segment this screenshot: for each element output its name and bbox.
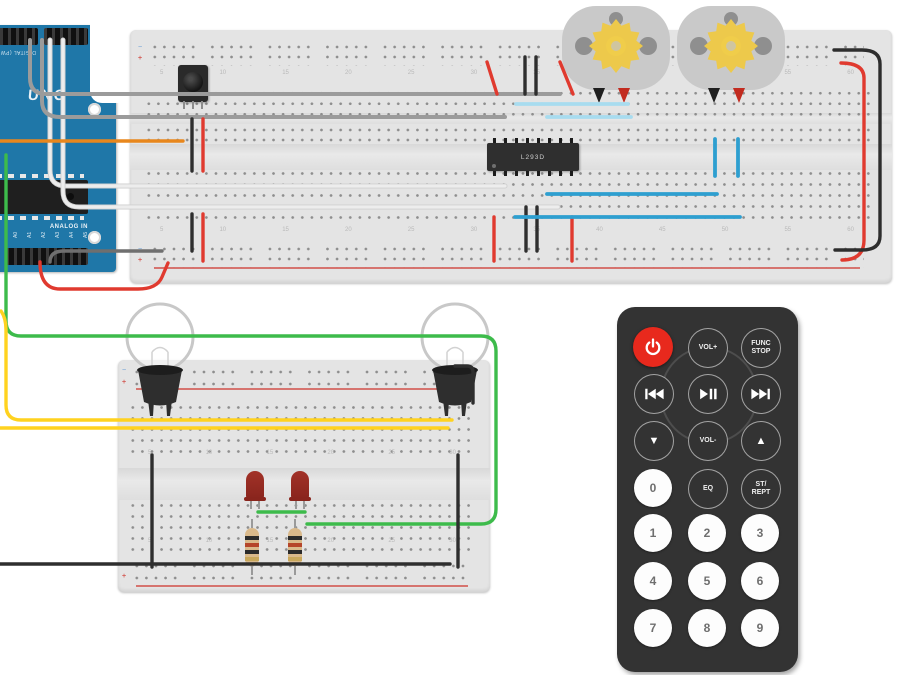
remote-down-button[interactable]: ▼	[634, 421, 674, 461]
remote-digit-2-button[interactable]: 2	[688, 514, 726, 552]
remote-vol-down-button[interactable]: VOL-	[688, 421, 728, 461]
wire-red-motor2[interactable]	[558, 60, 575, 96]
ir-lens	[183, 72, 203, 92]
remote-next-button[interactable]	[741, 374, 781, 414]
motor-terminal-negative	[593, 88, 605, 103]
remote-digit-9-button[interactable]: 9	[741, 609, 779, 647]
bulb-socket	[433, 370, 477, 406]
wire-black-bulb2-hook[interactable]	[453, 364, 475, 405]
power-icon	[645, 338, 661, 356]
remote-up-button[interactable]: ▲	[741, 421, 781, 461]
remote-digit-5-button[interactable]: 5	[688, 562, 726, 600]
remote-prev-button[interactable]	[634, 374, 674, 414]
remote-digit-0-button[interactable]: 0	[634, 469, 672, 507]
rail-bottom-holes	[150, 244, 864, 268]
positive-rail-line	[136, 585, 468, 587]
wire-gray-1[interactable]	[28, 38, 562, 96]
ir-remote[interactable]: VOL+ FUNC STOP ▼ VOL- ▲ 0 EQ ST/ REPT	[617, 307, 798, 672]
remote-play-pause-button[interactable]	[688, 374, 728, 414]
bulb-socket	[138, 370, 182, 406]
wire-white-2[interactable]	[61, 38, 560, 209]
ir-leg	[192, 101, 194, 109]
remote-power-button[interactable]	[633, 327, 673, 367]
rail-plus-mark: +	[138, 55, 143, 62]
rail-plus-mark: +	[122, 573, 127, 580]
wire-black-rail-bridge[interactable]	[832, 48, 882, 252]
remote-digit-7-button[interactable]: 7	[634, 609, 672, 647]
remote-digit-4-button[interactable]: 4	[634, 562, 672, 600]
remote-vol-up-button[interactable]: VOL+	[688, 328, 728, 368]
motor-terminal-negative	[708, 88, 720, 103]
resistor-1[interactable]	[245, 519, 259, 575]
positive-rail-line	[136, 388, 468, 390]
positive-rail-line	[154, 267, 860, 269]
bulb-prong	[461, 400, 467, 416]
remote-digit-8-button[interactable]: 8	[688, 609, 726, 647]
digital-header[interactable]	[44, 28, 88, 45]
skip-forward-icon	[751, 388, 770, 400]
light-bulb-1[interactable]	[112, 300, 208, 423]
remote-st-rept-button[interactable]: ST/ REPT	[741, 469, 781, 509]
wire-dark-gray-1[interactable]	[48, 249, 164, 264]
wire-red-rail-bridge[interactable]	[839, 61, 866, 262]
bulb-prong	[443, 400, 449, 416]
bulb-filament	[151, 346, 169, 366]
light-bulb-2[interactable]	[407, 300, 503, 423]
section-top-holes	[128, 402, 476, 458]
chip-label: L293D	[520, 153, 546, 161]
bulb-prong	[166, 400, 172, 416]
remote-eq-button[interactable]: EQ	[688, 469, 728, 509]
digital-header[interactable]	[0, 28, 38, 45]
wire-red-power[interactable]	[38, 260, 170, 291]
remote-digit-6-button[interactable]: 6	[741, 562, 779, 600]
section-c-holes	[144, 168, 870, 224]
wire-red-motor1[interactable]	[485, 60, 499, 96]
rail-top-holes	[132, 366, 472, 390]
analog-in-label: ANALOG IN	[49, 224, 88, 230]
resistor-2[interactable]	[288, 519, 302, 575]
led-red-2[interactable]	[289, 471, 311, 509]
motor-terminal-positive	[618, 88, 630, 103]
ir-receiver[interactable]	[178, 65, 208, 109]
bulb-prong	[148, 400, 154, 416]
remote-digit-3-button[interactable]: 3	[741, 514, 779, 552]
ir-leg	[183, 101, 185, 109]
skip-back-icon	[645, 388, 664, 400]
ir-leg	[201, 101, 203, 109]
wire-yellow-1[interactable]	[0, 309, 454, 422]
motor-terminal-positive	[733, 88, 745, 103]
up-arrow-icon: ▲	[755, 434, 767, 447]
down-arrow-icon: ▼	[648, 434, 660, 447]
section-bottom-holes	[128, 500, 476, 556]
l293d-motor-driver[interactable]: L293D	[487, 138, 579, 176]
dc-motor-2[interactable]	[675, 2, 787, 110]
rail-plus-mark: +	[122, 379, 127, 386]
play-pause-icon	[700, 388, 717, 400]
mount-hole	[88, 103, 101, 116]
remote-func-stop-button[interactable]: FUNC STOP	[741, 328, 781, 368]
board-notch	[90, 22, 122, 103]
section-b-holes	[144, 125, 870, 146]
bulb-filament	[446, 346, 464, 366]
rail-minus-mark: −	[122, 367, 127, 374]
rail-minus-mark: −	[138, 44, 143, 51]
wire-white-1[interactable]	[48, 38, 507, 188]
wire-green-long[interactable]	[4, 153, 498, 526]
remote-digit-1-button[interactable]: 1	[634, 514, 672, 552]
mount-hole	[88, 231, 101, 244]
pin1-dot	[492, 164, 496, 168]
led-red-1[interactable]	[244, 471, 266, 509]
dc-motor-1[interactable]	[560, 2, 672, 110]
arduino-uno[interactable]: DIGITAL (PWM~) UNO ANALOG IN A0A1A2A3A4A…	[0, 25, 116, 272]
wire-gray-2[interactable]	[40, 38, 507, 119]
rail-plus-mark: +	[138, 257, 143, 264]
